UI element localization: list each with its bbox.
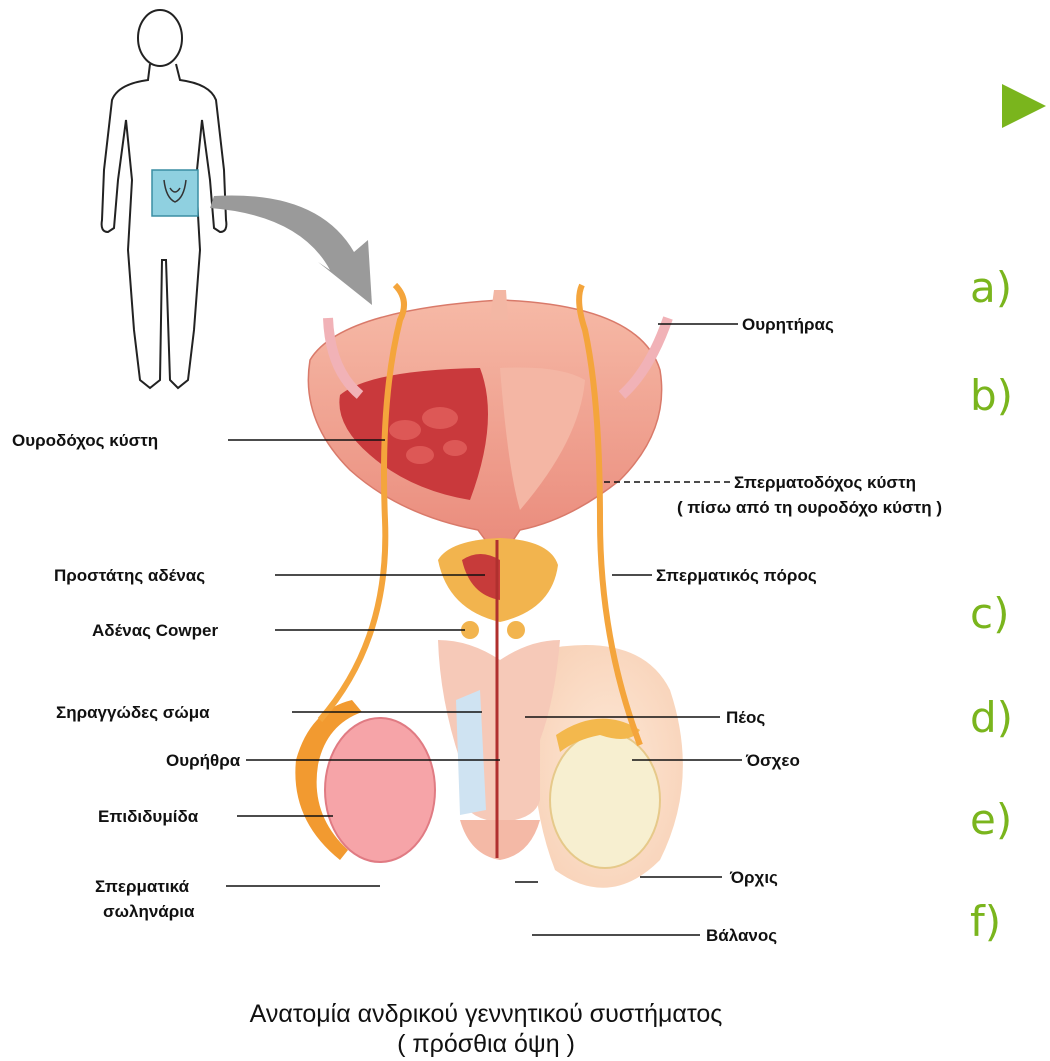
highlight-box	[152, 170, 198, 216]
side-list: a) b) c) d) e) f)	[970, 263, 1013, 946]
testis-left	[325, 718, 435, 862]
label-ureter: Ουρητήρας	[742, 315, 834, 334]
label-scrotum: Όσχεο	[745, 751, 800, 770]
label-seminal-vesicle-note: ( πίσω από τη ουροδόχο κύστη )	[677, 498, 942, 517]
side-list-item: e)	[970, 795, 1012, 844]
side-list-item: a)	[970, 263, 1012, 312]
label-seminal-vesicle: Σπερματοδόχος κύστη	[734, 473, 916, 492]
label-penis: Πέος	[726, 708, 765, 727]
side-list-item: f)	[970, 897, 1001, 946]
label-bladder: Ουροδόχος κύστη	[12, 431, 158, 450]
caption-line-1: Ανατομία ανδρικού γεννητικού συστήματος	[250, 1000, 723, 1028]
label-seminiferous-1: Σπερματικά	[95, 877, 190, 896]
label-urethra: Ουρήθρα	[166, 751, 241, 770]
label-prostate: Προστάτης αδένας	[54, 566, 205, 585]
label-testis: Όρχις	[729, 868, 778, 887]
side-list-item: b)	[970, 371, 1013, 420]
label-corpus-spongiosum: Σηραγγώδες σώμα	[56, 703, 210, 722]
label-cowper: Αδένας Cowper	[92, 621, 218, 640]
testis-right	[550, 732, 660, 868]
curved-pointer-arrow-icon	[210, 195, 372, 305]
label-seminiferous-2: σωληνάρια	[103, 902, 195, 921]
caption-line-2: ( πρόσθια όψη )	[397, 1030, 575, 1058]
triangle-bullet-icon	[1002, 84, 1046, 128]
label-glans: Βάλανος	[706, 926, 777, 945]
bladder-shape	[308, 290, 661, 560]
label-vas-deferens: Σπερματικός πόρος	[656, 566, 817, 585]
side-list-item: c)	[970, 589, 1009, 638]
side-list-item: d)	[970, 693, 1013, 742]
label-epididymis: Επιδιδυμίδα	[98, 807, 199, 826]
